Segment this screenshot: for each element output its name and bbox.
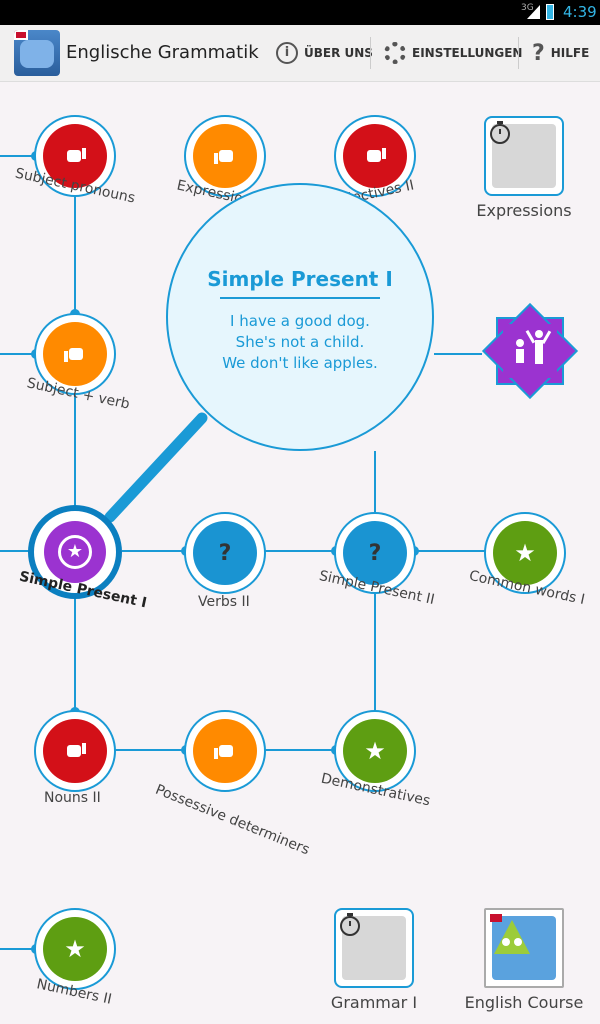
skill-node-verbs-2[interactable]: ?	[184, 512, 266, 594]
skill-node-adjectives[interactable]	[334, 115, 416, 197]
thumbs-up-icon	[214, 146, 236, 166]
thumbs-down-icon	[64, 146, 86, 166]
monster-app-icon	[490, 914, 556, 980]
star-badge: ★	[343, 719, 407, 783]
popup-title: Simple Present I	[207, 267, 393, 291]
battery-icon	[546, 4, 554, 20]
skill-node-numbers-2[interactable]: ★	[34, 908, 116, 990]
question-icon: ?	[368, 540, 382, 566]
star-icon: ★	[514, 539, 536, 567]
star-badge: ★	[493, 521, 557, 585]
skill-node-subject-verb[interactable]	[34, 313, 116, 395]
skill-node-common-words-1[interactable]: ★	[484, 512, 566, 594]
thumbs-up-badge	[193, 124, 257, 188]
skill-node-expressions[interactable]	[184, 115, 266, 197]
tile-label: English Course	[464, 993, 584, 1012]
settings-label: EINSTELLUNGEN	[412, 46, 523, 60]
about-label: ÜBER UNS	[304, 46, 373, 60]
about-button[interactable]: i ÜBER UNS	[276, 25, 373, 81]
divider	[518, 37, 519, 69]
skill-label: Verbs II	[198, 594, 250, 610]
achievement-badge[interactable]	[475, 296, 585, 406]
tile-label: Expressions	[476, 201, 572, 220]
help-label: HILFE	[550, 46, 590, 60]
grammar-1-test-tile[interactable]	[334, 908, 414, 988]
star-badge: ★	[43, 917, 107, 981]
gear-icon	[384, 42, 406, 64]
clock: 4:39	[563, 3, 597, 21]
skill-node-nouns-2[interactable]	[34, 710, 116, 792]
signal-icon	[527, 5, 540, 19]
thumbs-down-badge	[43, 719, 107, 783]
info-icon: i	[276, 42, 298, 64]
help-icon: ?	[532, 40, 545, 66]
uk-flag-icon	[14, 30, 28, 40]
app-logo-icon[interactable]	[14, 30, 60, 76]
thumbs-down-badge	[343, 124, 407, 188]
question-badge: ?	[343, 521, 407, 585]
tile-label: Grammar I	[330, 993, 418, 1012]
skill-label: Nouns II	[44, 790, 101, 806]
skill-node-possessive-determiners[interactable]	[184, 710, 266, 792]
help-button[interactable]: ? HILFE	[532, 25, 589, 81]
star-icon: ★	[58, 535, 92, 569]
thumbs-up-badge	[43, 322, 107, 386]
action-bar: Englische Grammatik i ÜBER UNS EINSTELLU…	[0, 25, 600, 82]
skill-node-subject-pronouns[interactable]	[34, 115, 116, 197]
thumbs-down-badge	[43, 124, 107, 188]
skill-node-simple-present-2[interactable]: ?	[334, 512, 416, 594]
example-sentence: She's not a child.	[235, 333, 365, 351]
star-badge: ★	[44, 521, 106, 583]
thumbs-up-icon	[214, 741, 236, 761]
star-icon: ★	[364, 737, 386, 765]
stopwatch-icon	[490, 121, 556, 188]
settings-button[interactable]: EINSTELLUNGEN	[384, 25, 522, 81]
status-bar: 3G 4:39	[0, 0, 600, 25]
monster-face-icon	[20, 40, 54, 68]
thumbs-up-icon	[64, 344, 86, 364]
expressions-test-tile[interactable]	[484, 116, 564, 196]
skill-node-simple-present-1[interactable]: ★	[28, 505, 122, 599]
thumbs-down-icon	[64, 741, 86, 761]
app-title: Englische Grammatik	[66, 42, 259, 63]
question-icon: ?	[218, 540, 232, 566]
skill-map[interactable]: Subject pronouns Expressions Adjectives …	[0, 82, 600, 1024]
star-icon: ★	[64, 935, 86, 963]
divider	[370, 37, 371, 69]
skill-node-demonstratives[interactable]: ★	[334, 710, 416, 792]
english-course-tile[interactable]	[484, 908, 564, 988]
thumbs-up-badge	[193, 719, 257, 783]
lesson-preview-popup[interactable]: Simple Present I I have a good dog. She'…	[166, 183, 434, 451]
title-underline	[220, 297, 380, 299]
stopwatch-icon	[340, 913, 406, 980]
people-celebrating-icon	[481, 302, 579, 400]
example-sentence: I have a good dog.	[230, 312, 370, 330]
thumbs-down-icon	[364, 146, 386, 166]
example-sentence: We don't like apples.	[222, 354, 378, 372]
question-badge: ?	[193, 521, 257, 585]
